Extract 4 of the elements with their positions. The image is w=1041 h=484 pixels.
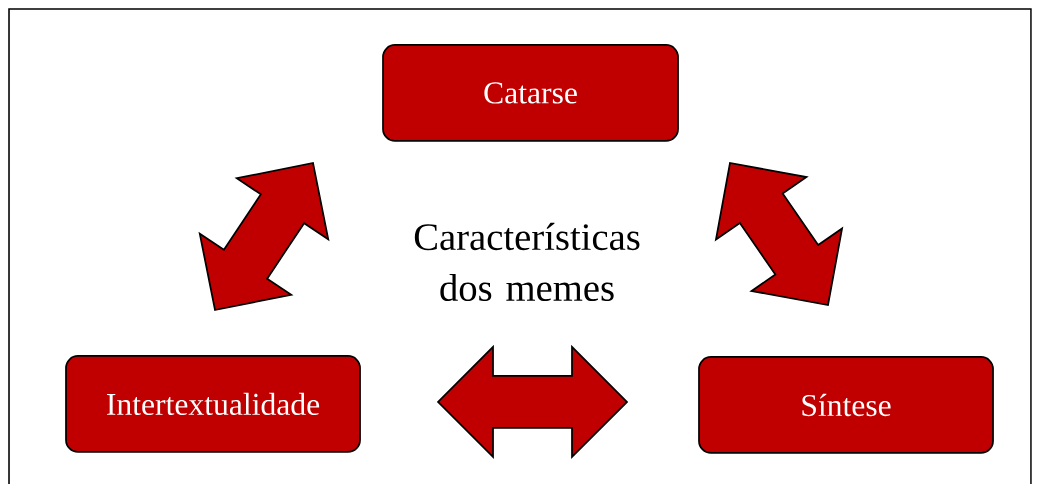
process-box: Catarse: [382, 44, 679, 142]
center-title: Características dos memes: [414, 222, 640, 302]
process-box: Intertextualidade: [65, 355, 361, 453]
process-box: Síntese: [698, 356, 994, 454]
